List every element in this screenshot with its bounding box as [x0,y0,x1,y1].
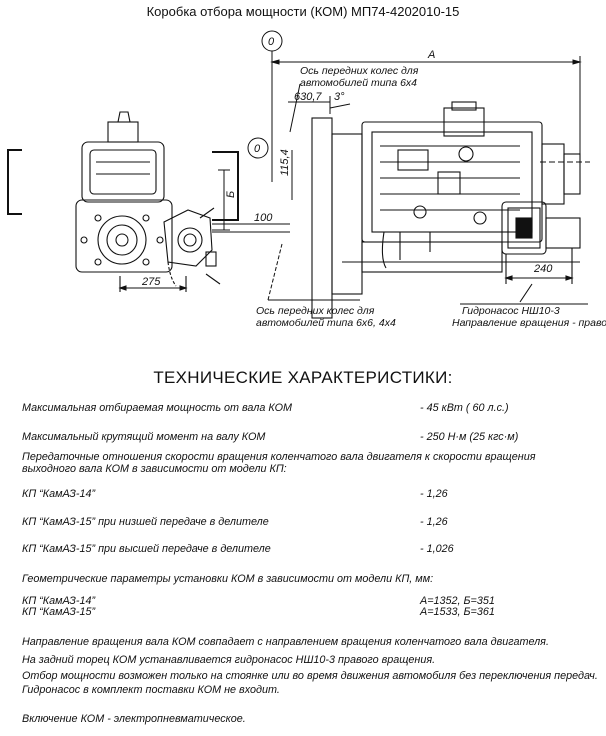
side-view-gearbox [311,101,590,319]
axle-6x4-label-2: автомобилей типа 6х4 [300,77,417,89]
kamaz15-low-ratio-value: - 1,26 [420,516,448,528]
note-pump-install: На задний торец КОМ устанавливается гидр… [22,654,436,666]
end-view-assembly [75,111,221,292]
page-title: Коробка отбора мощности (КОМ) МП74-42020… [146,4,460,19]
pump-label-2: Направление вращения - правое [452,317,606,329]
pump-label-1: Гидронасос НШ10-3 [462,305,560,317]
kamaz15-high-ratio-value: - 1,026 [420,543,454,555]
dim-6307-label: 630,7 [294,91,322,103]
technical-drawing: 0 0 A Б 100 275 115,4 630,7 3° 240 Ось п… [7,30,606,329]
ratio-intro-line-1: Передаточные отношения скорости вращения… [22,451,536,463]
kamaz14-ratio-label: КП “КамАЗ-14” [22,488,96,500]
dim-b-label: Б [225,191,237,198]
dim-1154-label: 115,4 [279,149,291,176]
note-rotation-direction: Направление вращения вала КОМ совпадает … [22,636,549,648]
geometry-kamaz14-label: КП “КамАЗ-14” [22,595,96,607]
kamaz14-ratio-value: - 1,26 [420,488,448,500]
dim-240-label: 240 [533,263,553,275]
max-power-label: Максимальная отбираемая мощность от вала… [22,402,293,414]
geometry-kamaz15-value: А=1533, Б=361 [420,606,495,618]
right-bracket [212,151,239,221]
geometry-kamaz15-label: КП “КамАЗ-15” [22,606,96,618]
circle-zero-mid: 0 [254,143,261,155]
circle-zero-top: 0 [268,36,275,48]
dim-275-label: 275 [141,276,161,288]
axle-6x6-label-1: Ось передних колес для [256,305,375,317]
geometry-intro: Геометрические параметры установки КОМ в… [22,573,434,585]
max-torque-label: Максимальный крутящий момент на валу КОМ [22,431,266,443]
note-pump-not-included: Гидронасос в комплект поставки КОМ не вх… [22,684,280,696]
dim-angle-label: 3° [334,91,345,103]
left-bracket [7,149,22,215]
axle-6x6-label-2: автомобилей типа 6х6, 4х4 [256,317,396,329]
geometry-kamaz14-value: А=1352, Б=351 [420,595,495,607]
max-torque-value: - 250 Н·м (25 кгс·м) [420,431,519,443]
note-engagement-type: Включение КОМ - электропневматическое. [22,713,246,725]
ratio-intro-line-2: выходного вала КОМ в зависимости от моде… [22,463,287,475]
max-power-value: - 45 кВт ( 60 л.с.) [420,402,509,414]
hydraulic-pump-drawing [501,201,581,303]
specs-heading: ТЕХНИЧЕСКИЕ ХАРАКТЕРИСТИКИ: [153,368,453,387]
dim-100-label: 100 [254,212,273,224]
dim-a-label: A [427,49,435,61]
kamaz15-low-ratio-label: КП “КамАЗ-15” при низшей передаче в дели… [22,516,269,528]
axle-6x4-label-1: Ось передних колес для [300,65,419,77]
note-power-takeoff: Отбор мощности возможен только на стоянк… [22,670,598,682]
kamaz15-high-ratio-label: КП “КамАЗ-15” при высшей передаче в дели… [22,543,271,555]
